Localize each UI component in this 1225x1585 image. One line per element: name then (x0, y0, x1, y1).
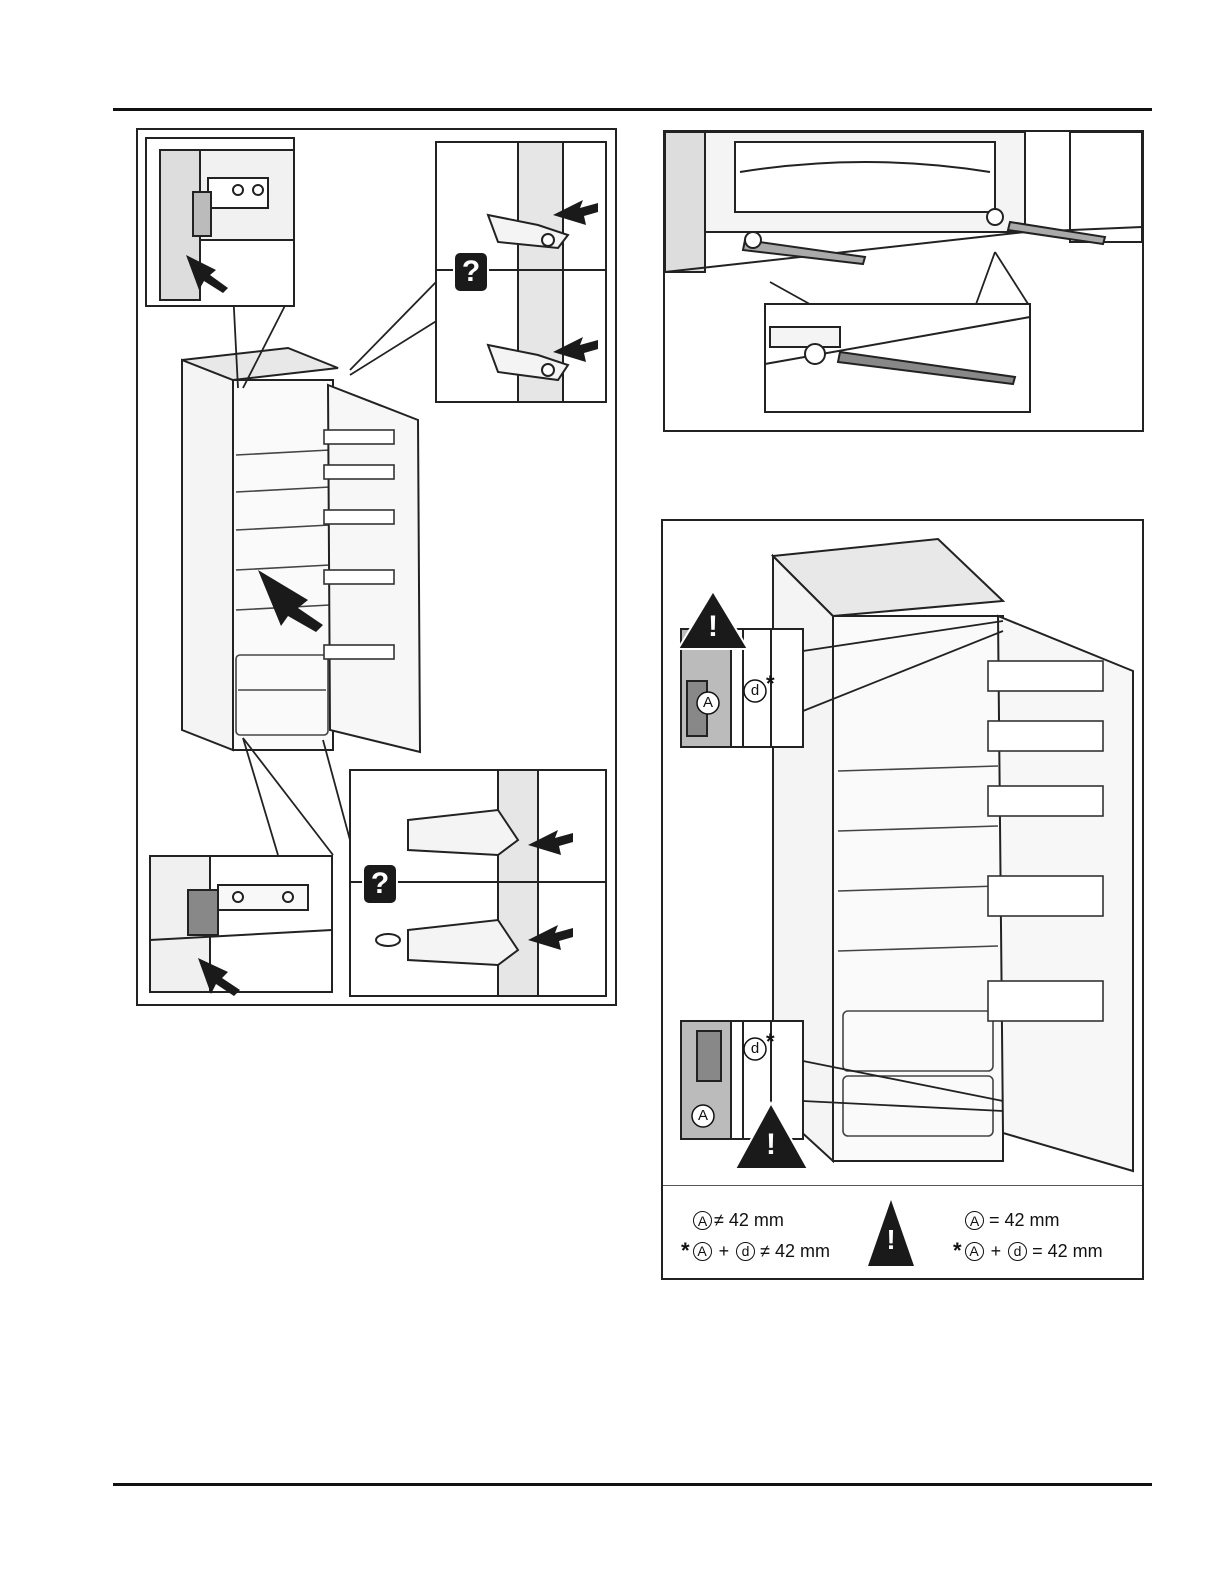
gap-check-drawing (663, 521, 1142, 1189)
plus-sign: + (719, 1241, 730, 1262)
circle-A: A (965, 1242, 984, 1261)
inset-bottom-left (150, 856, 332, 992)
label-d-top: d (744, 680, 766, 702)
label-d-bottom: d (744, 1038, 766, 1060)
question-icon-bottom: ? (363, 864, 397, 904)
star: * (953, 1240, 962, 1262)
legend-right-line-2: * A + d = 42 mm (953, 1240, 1103, 1262)
circle-d: d (1008, 1242, 1027, 1261)
label-A-top: A (697, 692, 719, 714)
legend-left-line-2: * A + d ≠ 42 mm (681, 1240, 830, 1262)
circle-A: A (693, 1242, 712, 1261)
door-adjustment-figure (663, 130, 1144, 432)
star: * (681, 1240, 690, 1262)
door-adjustment-drawing (665, 132, 1142, 430)
legend-left-line-2-text: ≠ 42 mm (760, 1241, 830, 1262)
gap-legend: A ≠ 42 mm * A + d ≠ 42 mm ! A = 42 mm * … (663, 1185, 1142, 1278)
inset-top-left (146, 138, 294, 306)
question-icon-top: ? (454, 252, 488, 292)
header-rule (113, 108, 1152, 111)
footer-rule (113, 1483, 1152, 1486)
legend-left-line-1: A ≠ 42 mm (691, 1210, 784, 1231)
label-A-bottom: A (692, 1105, 714, 1127)
legend-right-line-1-text: = 42 mm (989, 1210, 1060, 1231)
star-bottom: * (766, 1029, 775, 1055)
warning-icon-bottom: ! (756, 1125, 786, 1165)
circle-A: A (693, 1211, 712, 1230)
warning-icon-top: ! (698, 607, 728, 647)
circle-A: A (965, 1211, 984, 1230)
legend-left-line-1-text: ≠ 42 mm (714, 1210, 784, 1231)
circle-d: d (736, 1242, 755, 1261)
legend-right-line-1: A = 42 mm (963, 1210, 1060, 1231)
gap-check-figure: ! ! A d * d * A A ≠ 42 mm * A + d ≠ 42 m… (661, 519, 1144, 1280)
legend-right-line-2-text: = 42 mm (1032, 1241, 1103, 1262)
legend-warning-icon: ! (881, 1222, 901, 1258)
star-top: * (766, 671, 775, 697)
wrench-detail-inset (765, 304, 1030, 412)
hinge-installation-figure: ? ? (136, 128, 617, 1006)
plus-sign: + (991, 1241, 1002, 1262)
